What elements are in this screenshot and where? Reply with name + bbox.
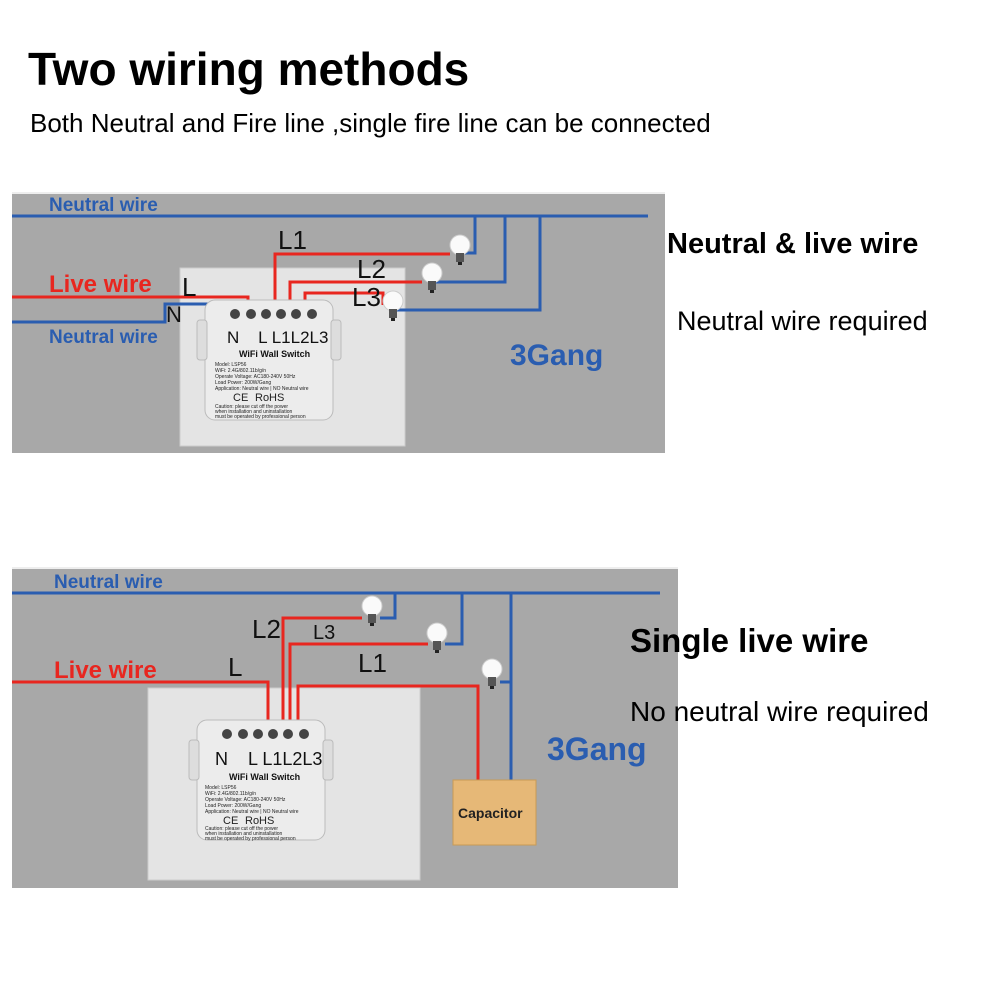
method2-note: No neutral wire required	[630, 696, 929, 727]
svg-text:Load Power: 200W/Gang: Load Power: 200W/Gang	[215, 380, 271, 386]
L1-label: L1	[278, 225, 307, 255]
terminal-L-label: L	[228, 652, 242, 682]
svg-text:Load Power: 200W/Gang: Load Power: 200W/Gang	[205, 803, 261, 809]
svg-text:Application: Neutral wire | N: Application: Neutral wire | NO Neutral w…	[215, 386, 309, 392]
svg-text:must be operated by profession: must be operated by professional person	[215, 414, 306, 420]
svg-text:Caution: please cut off the p: Caution: please cut off the power	[215, 404, 288, 410]
capacitor-box	[452, 779, 537, 846]
live-wire-line	[12, 680, 270, 725]
live-wire-label: Live wire	[54, 657, 157, 684]
L3-label: L3	[313, 622, 335, 644]
svg-text:RoHS: RoHS	[255, 392, 284, 404]
terminal-N-label: N	[166, 302, 182, 327]
L1-label: L1	[358, 648, 387, 678]
gang-label: 3Gang	[510, 339, 603, 372]
gang-label: 3Gang	[547, 731, 647, 767]
neutral-wire-label: Neutral wire	[54, 572, 163, 593]
method1-note: Neutral wire required	[677, 306, 928, 336]
svg-text:WiFi Wall Switch: WiFi Wall Switch	[229, 772, 300, 782]
live-wire-label: Live wire	[49, 271, 152, 298]
neutral-wire-label-bottom: Neutral wire	[49, 327, 158, 348]
diagram-neutral-live: Neutral wire Live wire Neutral wire L N …	[12, 192, 665, 453]
svg-text:N L L1L2L3: N L L1L2L3	[227, 328, 328, 347]
method2-heading: Single live wire	[630, 622, 869, 659]
svg-text:Model: LSP56: Model: LSP56	[215, 362, 247, 368]
L2-label: L2	[357, 254, 386, 284]
svg-text:WiFi: 2.4G/802.11b/g/n: WiFi: 2.4G/802.11b/g/n	[205, 791, 256, 797]
svg-text:WiFi Wall Switch: WiFi Wall Switch	[239, 349, 310, 359]
svg-text:N L L1L2L3: N L L1L2L3	[215, 749, 322, 769]
module-label-text: N L L1L2L3 WiFi Wall Switch Model: LSP56…	[205, 749, 322, 842]
diagram-single-live: Capacitor Neutral wire Live wire L L2 L3…	[12, 567, 678, 888]
L2-label: L2	[252, 614, 281, 644]
svg-text:Application: Neutral wire | N: Application: Neutral wire | NO Neutral w…	[205, 809, 299, 815]
module-label-text: N L L1L2L3 WiFi Wall Switch Model: LSP56…	[215, 328, 328, 420]
svg-text:must be operated by profession: must be operated by professional person	[205, 836, 296, 842]
L3-label: L3	[352, 282, 381, 312]
svg-text:when installation and uninstal: when installation and uninstallation	[205, 831, 282, 837]
svg-text:Operate Voltage: AC180-240V 5: Operate Voltage: AC180-240V 50Hz	[215, 374, 296, 380]
terminal-L-label: L	[182, 272, 196, 302]
svg-text:Operate Voltage: AC180-240V 5: Operate Voltage: AC180-240V 50Hz	[205, 797, 286, 803]
svg-text:WiFi: 2.4G/802.11b/g/n: WiFi: 2.4G/802.11b/g/n	[215, 368, 266, 374]
svg-text:RoHS: RoHS	[245, 815, 274, 827]
neutral-wire-label: Neutral wire	[49, 195, 158, 216]
svg-text:CE: CE	[223, 815, 238, 827]
page-subtitle: Both Neutral and Fire line ,single fire …	[30, 108, 711, 138]
svg-text:CE: CE	[233, 392, 248, 404]
svg-text:Model: LSP56: Model: LSP56	[205, 785, 237, 791]
svg-text:Caution: please cut off the p: Caution: please cut off the power	[205, 826, 278, 832]
method1-heading: Neutral & live wire	[667, 228, 919, 260]
capacitor-label: Capacitor	[458, 805, 523, 821]
svg-text:when installation and uninstal: when installation and uninstallation	[215, 409, 292, 415]
page-title: Two wiring methods	[28, 43, 470, 95]
